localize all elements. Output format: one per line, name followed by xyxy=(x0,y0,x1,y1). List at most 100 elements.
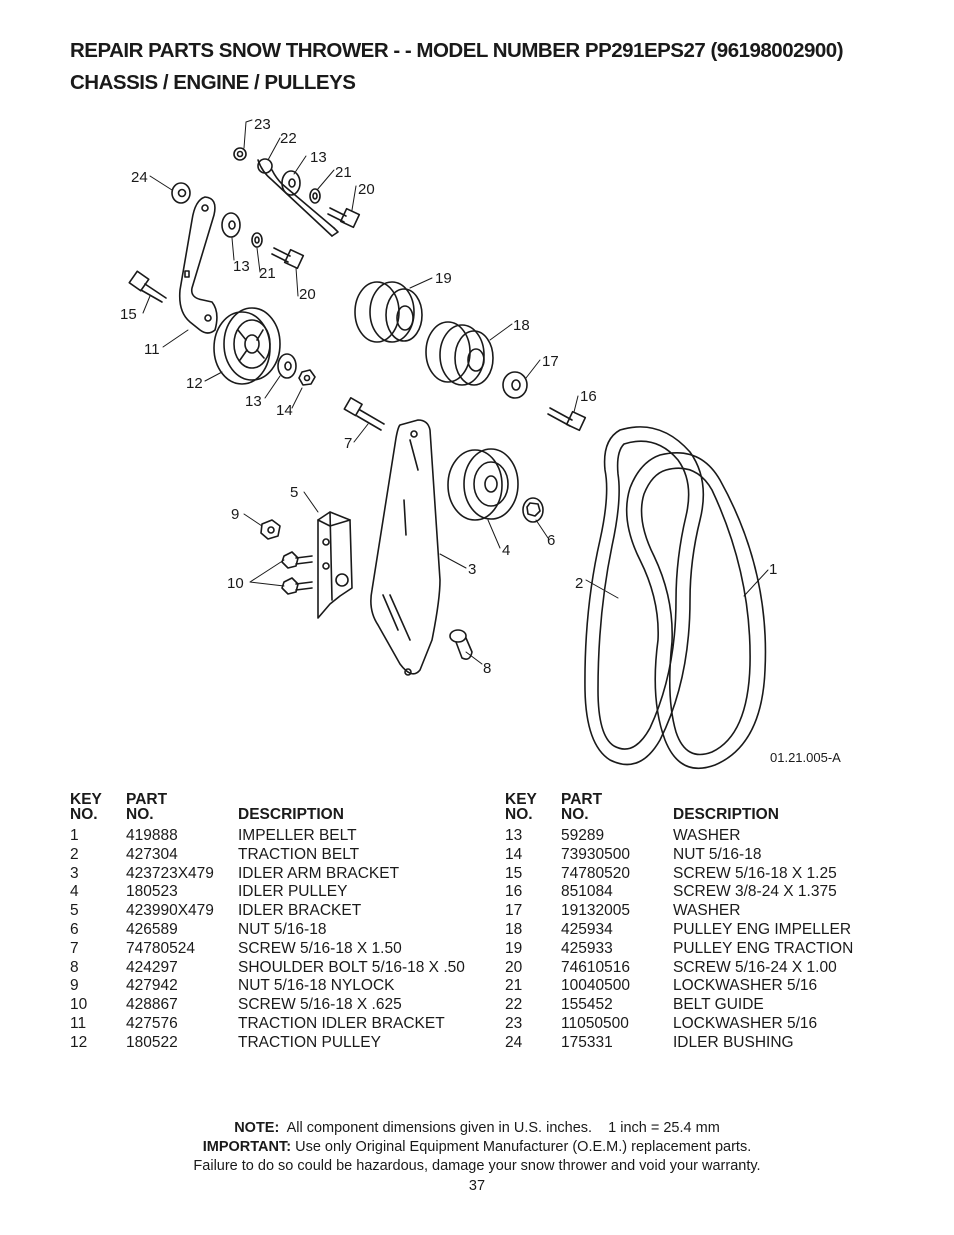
part-17-washer xyxy=(502,371,528,399)
part-6-nut xyxy=(522,497,544,523)
part-number-cell: 180522 xyxy=(126,1033,178,1051)
part-header-line2: NO. xyxy=(561,806,589,823)
callout-13: 13 xyxy=(310,149,327,166)
key-header-line1: KEY xyxy=(505,791,537,808)
description-cell: PULLEY ENG TRACTION xyxy=(673,939,854,957)
callout-22: 22 xyxy=(280,130,297,147)
callout-2: 2 xyxy=(575,575,583,592)
exploded-parts-diagram: 23 22 13 21 20 24 13 21 20 19 15 18 11 1… xyxy=(120,116,841,770)
callout-20: 20 xyxy=(358,181,375,198)
diagram-code: 01.21.005-A xyxy=(770,750,841,765)
key-cell: 15 xyxy=(505,864,523,882)
callout-13: 13 xyxy=(245,393,262,410)
part-number-cell: 427304 xyxy=(126,845,178,863)
important-text: Use only Original Equipment Manufacturer… xyxy=(295,1139,752,1155)
part-header-line2: NO. xyxy=(126,806,154,823)
key-cell: 13 xyxy=(505,827,523,844)
part-14-nut xyxy=(298,369,316,386)
part-number-cell: 74780524 xyxy=(126,939,195,957)
key-cell: 3 xyxy=(70,864,79,882)
important-line: IMPORTANT: Use only Original Equipment M… xyxy=(0,1139,954,1155)
important-label: IMPORTANT: xyxy=(202,1139,292,1155)
key-cell: 9 xyxy=(70,977,79,995)
key-cell: 11 xyxy=(70,1014,87,1032)
callout-5: 5 xyxy=(290,484,298,501)
part-number-cell: 426589 xyxy=(126,920,178,938)
part-number-cell: 74610516 xyxy=(561,958,630,976)
key-header-line1: KEY xyxy=(70,791,102,808)
part-21-lockwasher-mid xyxy=(251,232,263,248)
page-number: 37 xyxy=(468,1178,486,1194)
callout-4: 4 xyxy=(502,542,510,559)
description-header: DESCRIPTION xyxy=(673,806,779,823)
description-cell: TRACTION BELT xyxy=(238,845,360,863)
callout-11: 11 xyxy=(144,341,160,358)
callout-leader-lines xyxy=(142,119,769,665)
description-cell: SCREW 5/16-18 X 1.50 xyxy=(238,939,402,957)
part-number-cell: 424297 xyxy=(126,958,178,976)
description-cell: WASHER xyxy=(673,827,741,844)
callout-13: 13 xyxy=(233,258,250,275)
part-1-impeller-belt xyxy=(625,451,767,770)
note-line: NOTE: All component dimensions given in … xyxy=(0,1120,954,1136)
part-8-shoulder-bolt xyxy=(449,629,473,660)
part-number-cell: 180523 xyxy=(126,883,178,901)
callout-9: 9 xyxy=(231,506,239,523)
description-cell: BELT GUIDE xyxy=(673,996,764,1014)
key-cell: 12 xyxy=(70,1033,88,1051)
part-number-cell: 155452 xyxy=(561,996,613,1014)
part-15-screw xyxy=(128,270,167,303)
key-cell: 7 xyxy=(70,939,79,957)
part-19-pulley-eng-traction xyxy=(354,281,423,343)
part-13-washer-mid xyxy=(221,212,241,238)
callout-14: 14 xyxy=(276,402,293,419)
part-number-cell: 425933 xyxy=(561,939,613,957)
part-22-belt-guide xyxy=(257,158,339,237)
part-13-washer-top xyxy=(281,170,301,196)
description-cell: SCREW 3/8-24 X 1.375 xyxy=(673,883,837,901)
description-cell: IDLER BRACKET xyxy=(238,902,362,920)
description-cell: LOCKWASHER 5/16 xyxy=(673,977,818,995)
part-3-idler-arm-bracket xyxy=(370,419,441,676)
part-18-pulley-eng-impeller xyxy=(425,321,494,386)
part-7-screw xyxy=(343,397,385,431)
callout-21: 21 xyxy=(259,265,276,282)
callout-18: 18 xyxy=(513,317,530,334)
callout-numbers: 23 22 13 21 20 24 13 21 20 19 15 18 11 1… xyxy=(120,116,841,765)
key-header-line2: NO. xyxy=(70,806,98,823)
part-9-nylock-nut xyxy=(260,519,281,540)
description-cell: TRACTION PULLEY xyxy=(238,1033,381,1051)
part-number-cell: 10040500 xyxy=(561,977,630,995)
part-number-cell: 175331 xyxy=(561,1033,613,1051)
description-cell: NUT 5/16-18 xyxy=(238,920,327,938)
callout-23: 23 xyxy=(254,116,271,133)
callout-20: 20 xyxy=(299,286,316,303)
part-number-cell: 427576 xyxy=(126,1014,178,1032)
key-cell: 20 xyxy=(505,958,523,976)
part-number-cell: 428867 xyxy=(126,996,178,1014)
part-20-screw-mid xyxy=(271,247,305,270)
description-cell: LOCKWASHER 5/16 xyxy=(673,1014,818,1032)
description-cell: IDLER PULLEY xyxy=(238,883,348,901)
description-cell: SCREW 5/16-18 X .625 xyxy=(238,996,402,1014)
page-title: REPAIR PARTS SNOW THROWER - - MODEL NUMB… xyxy=(70,39,844,62)
part-5-idler-bracket xyxy=(317,511,353,619)
key-cell: 2 xyxy=(70,845,79,863)
description-cell: PULLEY ENG IMPELLER xyxy=(673,920,852,938)
part-number-cell: 423723X479 xyxy=(126,864,214,882)
warning-line: Failure to do so could be hazardous, dam… xyxy=(193,1158,761,1174)
key-cell: 14 xyxy=(505,845,523,863)
callout-12: 12 xyxy=(186,375,203,392)
key-cell: 18 xyxy=(505,920,523,938)
description-cell: SCREW 5/16-18 X 1.25 xyxy=(673,864,837,882)
part-number-cell: 59289 xyxy=(561,827,605,844)
callout-3: 3 xyxy=(468,561,476,578)
part-20-screw-top xyxy=(327,207,361,229)
callout-7: 7 xyxy=(344,435,352,452)
part-number-cell: 419888 xyxy=(126,827,178,844)
key-cell: 23 xyxy=(505,1014,523,1032)
description-cell: IDLER ARM BRACKET xyxy=(238,864,400,882)
part-13-washer-low xyxy=(277,353,297,379)
part-header-line1: PART xyxy=(126,791,168,808)
description-cell: IDLER BUSHING xyxy=(673,1033,794,1051)
